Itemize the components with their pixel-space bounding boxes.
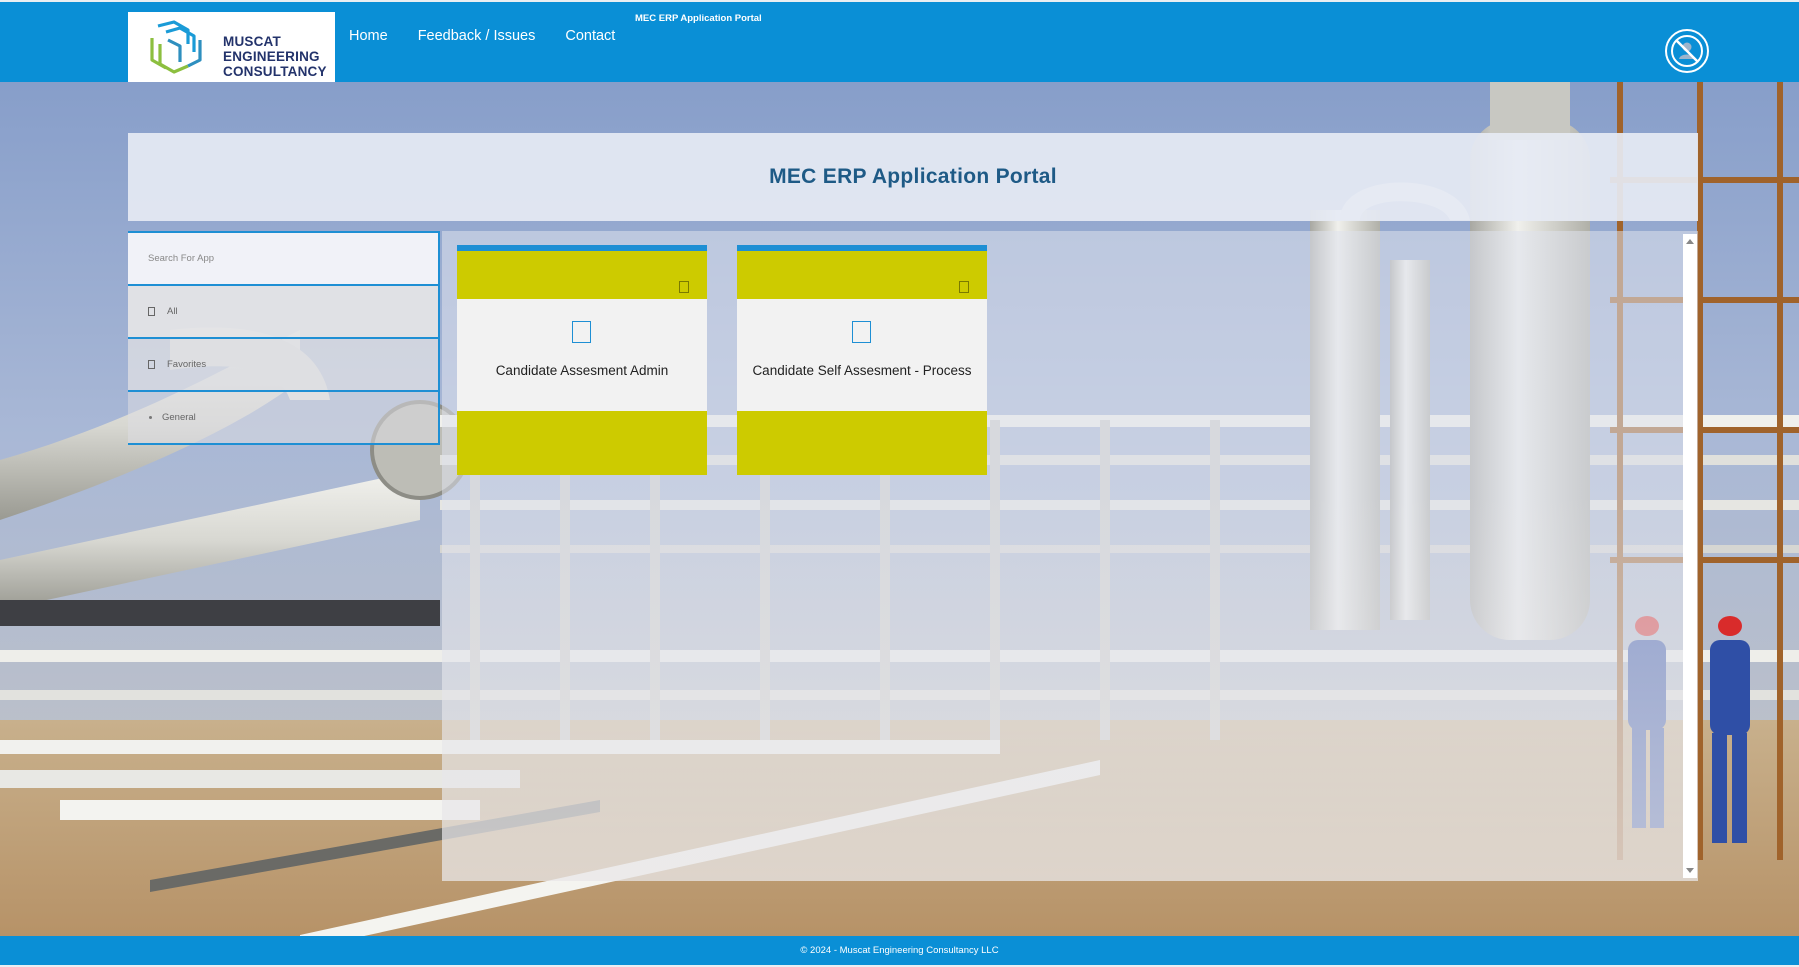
app-name: Candidate Assesment Admin (495, 363, 669, 378)
logo-text: MUSCAT ENGINEERING CONSULTANCY (223, 34, 327, 79)
search-app-input[interactable] (148, 253, 408, 264)
company-logo[interactable]: MUSCAT ENGINEERING CONSULTANCY (128, 12, 335, 82)
logo-mark-icon (150, 20, 202, 74)
tile-header (457, 251, 707, 299)
apps-panel-scrollbar[interactable] (1683, 234, 1697, 878)
user-blocked-icon[interactable] (1664, 28, 1710, 74)
tile-top-strip (737, 245, 987, 251)
sidebar-item-general[interactable]: General (128, 392, 440, 445)
sidebar-item-label: General (162, 412, 196, 423)
app-tile-candidate-assesment-admin[interactable]: Candidate Assesment Admin (457, 245, 707, 475)
tile-body: Candidate Assesment Admin (457, 299, 707, 411)
top-border (0, 0, 1799, 2)
scroll-up-arrow-icon[interactable] (1686, 239, 1694, 244)
logo-line-1: MUSCAT (223, 34, 281, 49)
favorite-toggle-icon[interactable] (959, 281, 969, 293)
page-footer: © 2024 - Muscat Engineering Consultancy … (0, 936, 1799, 965)
app-tile-candidate-self-assesment[interactable]: Candidate Self Assesment - Process (737, 245, 987, 475)
dot-icon (149, 416, 152, 419)
tile-footer (457, 411, 707, 475)
logo-line-2: ENGINEERING (223, 49, 320, 64)
app-icon (572, 321, 591, 343)
grid-icon (148, 307, 155, 316)
app-name: Candidate Self Assesment - Process (752, 363, 972, 378)
tile-footer (737, 411, 987, 475)
sidebar-item-favorites[interactable]: Favorites (128, 339, 440, 392)
nav-feedback-link[interactable]: Feedback / Issues (417, 28, 536, 44)
scroll-down-arrow-icon[interactable] (1686, 868, 1694, 873)
portal-title-banner: MEC ERP Application Portal (128, 133, 1698, 221)
sidebar-item-label: Favorites (167, 359, 207, 370)
logo-line-3: CONSULTANCY (223, 64, 327, 79)
footer-copyright: © 2024 - Muscat Engineering Consultancy … (800, 945, 999, 956)
favorite-toggle-icon[interactable] (679, 281, 689, 293)
bottom-border (0, 965, 1799, 967)
tile-header (737, 251, 987, 299)
star-icon (148, 360, 155, 369)
main-nav: Home Feedback / Issues Contact (349, 28, 615, 44)
tile-top-strip (457, 245, 707, 251)
search-row (128, 231, 440, 286)
nav-contact-link[interactable]: Contact (565, 28, 616, 44)
header-page-title: MEC ERP Application Portal (635, 13, 762, 24)
app-icon (852, 321, 871, 343)
nav-home-link[interactable]: Home (349, 28, 388, 44)
sidebar-item-label: All (167, 306, 178, 317)
sidebar-item-all[interactable]: All (128, 286, 440, 339)
top-header-bar: MUSCAT ENGINEERING CONSULTANCY Home Feed… (0, 2, 1799, 82)
tile-body: Candidate Self Assesment - Process (737, 299, 987, 411)
portal-title: MEC ERP Application Portal (769, 165, 1057, 188)
app-filter-sidebar: All Favorites General (128, 231, 440, 445)
